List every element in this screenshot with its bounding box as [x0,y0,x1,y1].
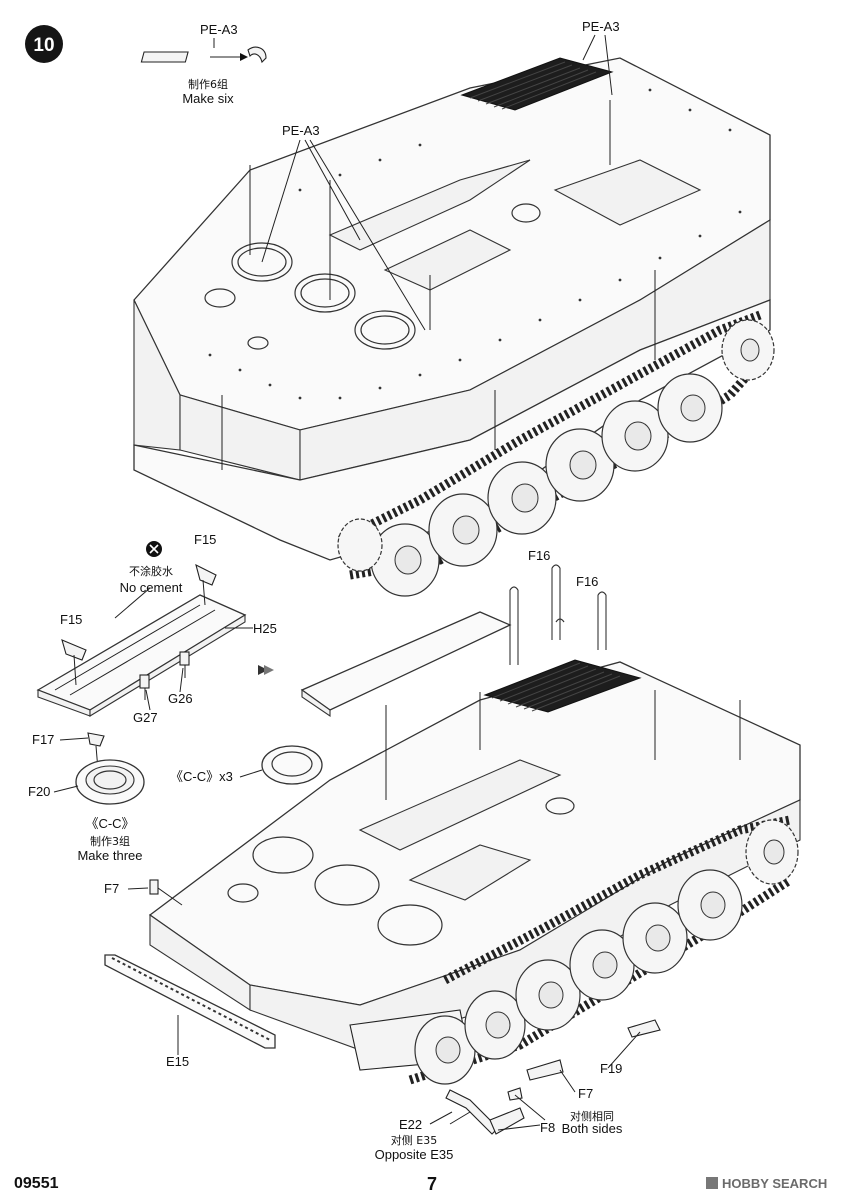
pe-a3-label-mid: PE-A3 [282,123,320,138]
e15-label: E15 [166,1054,189,1069]
watermark-text: HOBBY SEARCH [722,1176,827,1191]
cc-x3-label: 《C-C》x3 [170,769,233,784]
no-cement-cn: 不涂胶水 [129,564,173,578]
hatch-front-right [354,310,416,350]
f7-label-bottom: F7 [578,1086,593,1101]
g26-label: G26 [168,691,193,706]
hobby-search-logo-icon [706,1177,718,1189]
f7-label-left: F7 [104,881,119,896]
cc-detail-label: 《C-C》 [85,816,134,831]
opposite-e35-cn: 对侧 E35 [391,1133,437,1147]
f8-label: F8 [540,1120,555,1135]
hatch-front-mid [294,273,356,313]
make-three-cn: 制作3组 [90,834,130,848]
make-six-en: Make six [182,91,234,106]
kit-number: 09551 [14,1175,59,1192]
opposite-e35-en: Opposite E35 [375,1147,454,1162]
pe-a3-label-top-left: PE-A3 [200,22,238,37]
f15-label-a: F15 [194,532,216,547]
g27-label: G27 [133,710,158,725]
h25-label: H25 [253,621,277,636]
make-six-cn: 制作6组 [188,77,228,91]
rear-rack-inset: 不涂胶水 No cement F15 F15 H25 G26 G27 [36,532,277,725]
road-wheels-bottom [414,819,799,1085]
direction-arrow [258,665,274,675]
hatch-front-left [231,242,293,282]
track-top [337,310,762,545]
upper-hull-assembly [133,57,775,597]
step-badge: 10 [25,25,63,63]
f16-label-b: F16 [576,574,598,589]
watermark: HOBBY SEARCH [706,1176,827,1191]
both-sides-en: Both sides [562,1121,623,1136]
f17-label: F17 [32,732,54,747]
pe-a3-inset: PE-A3 制作6组 Make six [140,22,267,106]
f15-label-b: F15 [60,612,82,627]
page-number: 7 [427,1174,437,1194]
front-plate-e15 [104,954,276,1049]
step-number: 10 [33,35,54,56]
lower-hull-assembly [104,564,801,1135]
f19-label: F19 [600,1061,622,1076]
f16-label-a: F16 [528,548,550,563]
e22-label: E22 [399,1117,422,1132]
hatch-cc-inset: F17 F20 《C-C》 制作3组 Make three [28,732,145,863]
road-wheels-top [337,319,775,597]
no-cement-en: No cement [120,580,183,595]
both-sides-cn: 对侧相同 [570,1109,614,1123]
f20-label: F20 [28,784,50,799]
pe-a3-label-top-right: PE-A3 [582,19,620,34]
make-three-en: Make three [77,848,142,863]
